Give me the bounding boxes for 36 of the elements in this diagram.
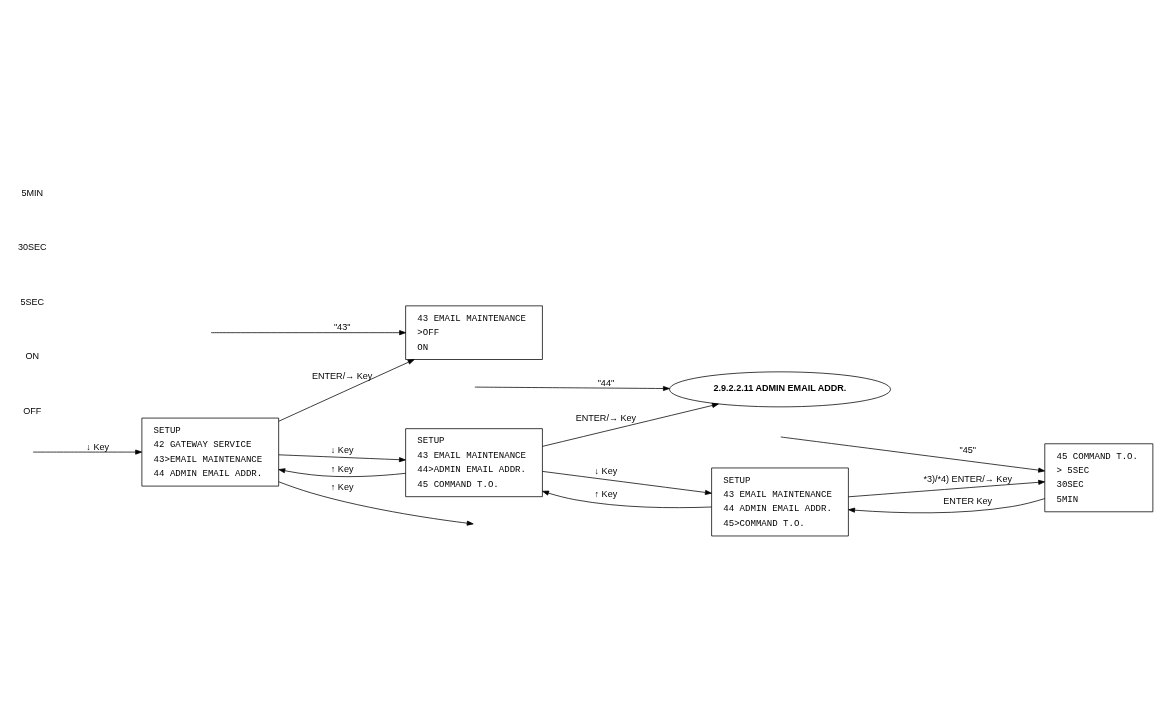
label: 30SEC [17, 242, 47, 253]
node-box: SETUP 42 GATEWAY SERVICE 43>EMAIL MAINTENANCE 44 ADMIN EMAIL ADDR. [141, 417, 280, 487]
edge-label: "44" [597, 378, 615, 389]
label: 5MIN [21, 187, 44, 198]
node-box: SETUP 43 EMAIL MAINTENANCE 44 ADMIN EMAIL ADDR. 45>COMMAND T.O. [711, 467, 849, 537]
edge-label: ↓ Key [330, 445, 354, 456]
arrow [474, 386, 670, 391]
arrow [278, 468, 406, 477]
arrow [542, 490, 712, 509]
arrow [210, 330, 406, 336]
edge-label: ENTER/→ Key [575, 412, 637, 423]
arrow [542, 471, 712, 495]
arrow [278, 359, 415, 422]
arrow [848, 479, 1046, 498]
arrow [780, 436, 1046, 473]
edge-label: ↑ Key [330, 464, 354, 475]
node-box: SETUP 43 EMAIL MAINTENANCE 44>ADMIN EMAIL ADDR. 45 COMMAND T.O. [405, 428, 543, 498]
edge-label: "43" [333, 322, 351, 333]
arrow [32, 449, 142, 455]
arrow [278, 454, 406, 463]
edge-label: ↓ Key [86, 441, 109, 452]
label: ON [25, 351, 40, 362]
edge-label: ↑ Key [594, 489, 618, 500]
edge-label: ↑ Key [330, 482, 354, 493]
edge-label: "45" [959, 445, 976, 456]
arrow [278, 481, 474, 526]
node-box: 45 COMMAND T.O. > 5SEC 30SEC 5MIN [1044, 443, 1154, 513]
node-box: 43 EMAIL MAINTENANCE >OFF ON [405, 305, 543, 360]
edge-label: ↓ Key [594, 465, 618, 476]
label: 5SEC [20, 296, 45, 307]
arrow [542, 403, 719, 447]
edge-label: *3)/*4) ENTER/→ Key [923, 474, 1012, 485]
edge-label: ENTER Key [943, 495, 993, 506]
arrow [848, 498, 1046, 514]
label: OFF [23, 405, 42, 416]
edge-label: ENTER/→ Key [311, 371, 373, 382]
